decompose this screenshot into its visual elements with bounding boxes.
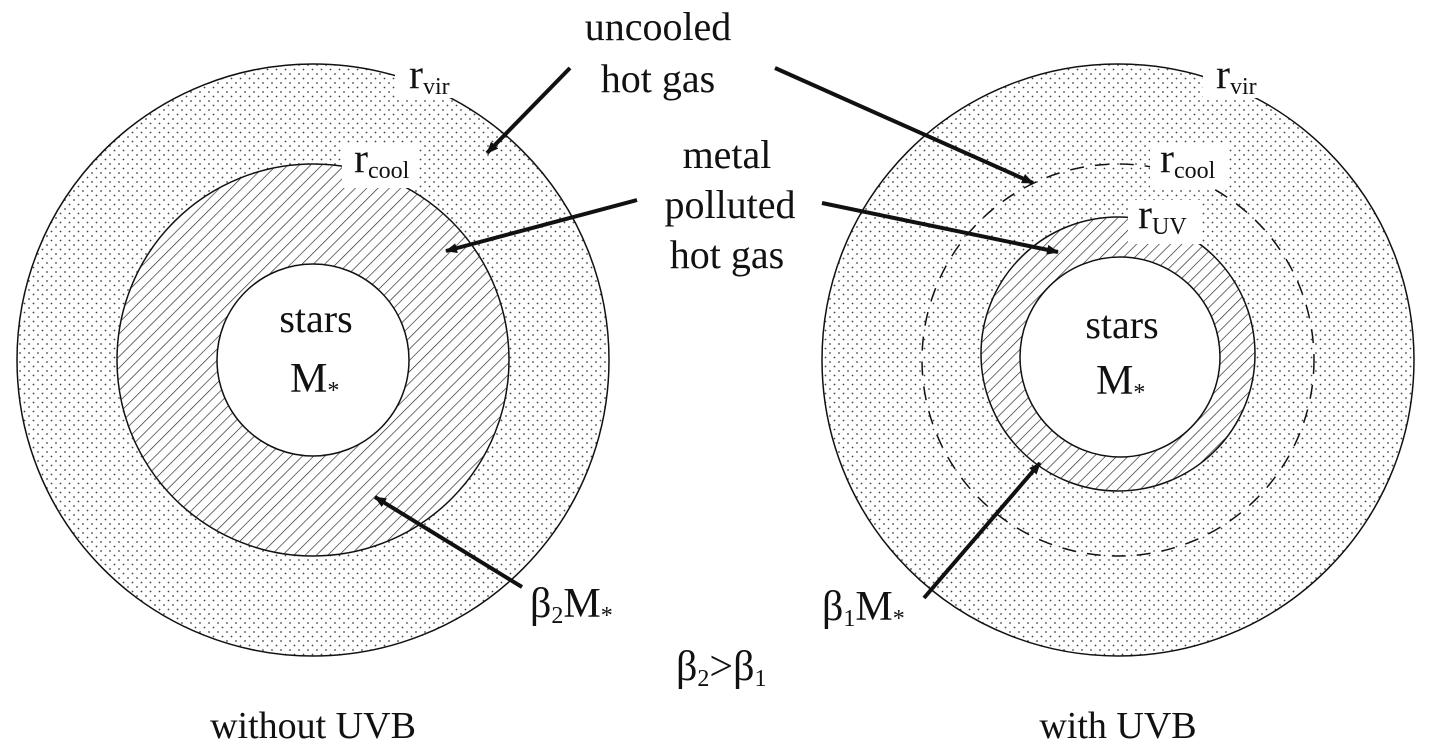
right-cooling-boundary	[921, 163, 1315, 557]
right-r-vir-label: rvir	[1216, 52, 1257, 100]
arrow-metal-left	[445, 198, 638, 253]
arrow-metal-right	[821, 201, 1059, 255]
arrow-uncooled-left	[485, 66, 572, 155]
left-r-vir-label: rvir	[409, 52, 450, 100]
caption-without-uvb: without UVB	[210, 705, 416, 747]
right-r-cool-label: rcool	[1160, 136, 1216, 184]
uncooled-label-line2: hot gas	[601, 56, 715, 101]
right-stars-label: stars	[1085, 302, 1158, 347]
right-stellar-core	[1019, 256, 1221, 458]
metal-label-line1: metal	[683, 132, 772, 177]
uncooled-label-line1: uncooled	[585, 4, 732, 49]
arrow-beta2	[373, 495, 524, 589]
metal-label-line3: hot gas	[670, 232, 784, 277]
left-r-cool-label: rcool	[354, 136, 410, 184]
right-mass-label: M*	[1096, 358, 1145, 406]
arrow-uncooled-right	[774, 66, 1034, 185]
beta1-mass-label: β1M*	[822, 584, 905, 632]
right-halo: rvir rcool rUV stars M*	[821, 52, 1415, 657]
left-halo: rvir rcool stars M*	[16, 52, 610, 657]
beta2-mass-label: β2M*	[530, 581, 613, 629]
metal-label-line2: polluted	[664, 182, 795, 227]
right-r-uv-label: rUV	[1138, 192, 1187, 240]
arrow-beta1	[922, 461, 1042, 600]
beta-inequality-label: β2>β1	[676, 644, 766, 692]
left-stellar-core	[216, 263, 410, 457]
left-stars-label: stars	[279, 296, 352, 341]
caption-with-uvb: with UVB	[1039, 705, 1196, 747]
left-mass-label: M*	[290, 356, 339, 404]
